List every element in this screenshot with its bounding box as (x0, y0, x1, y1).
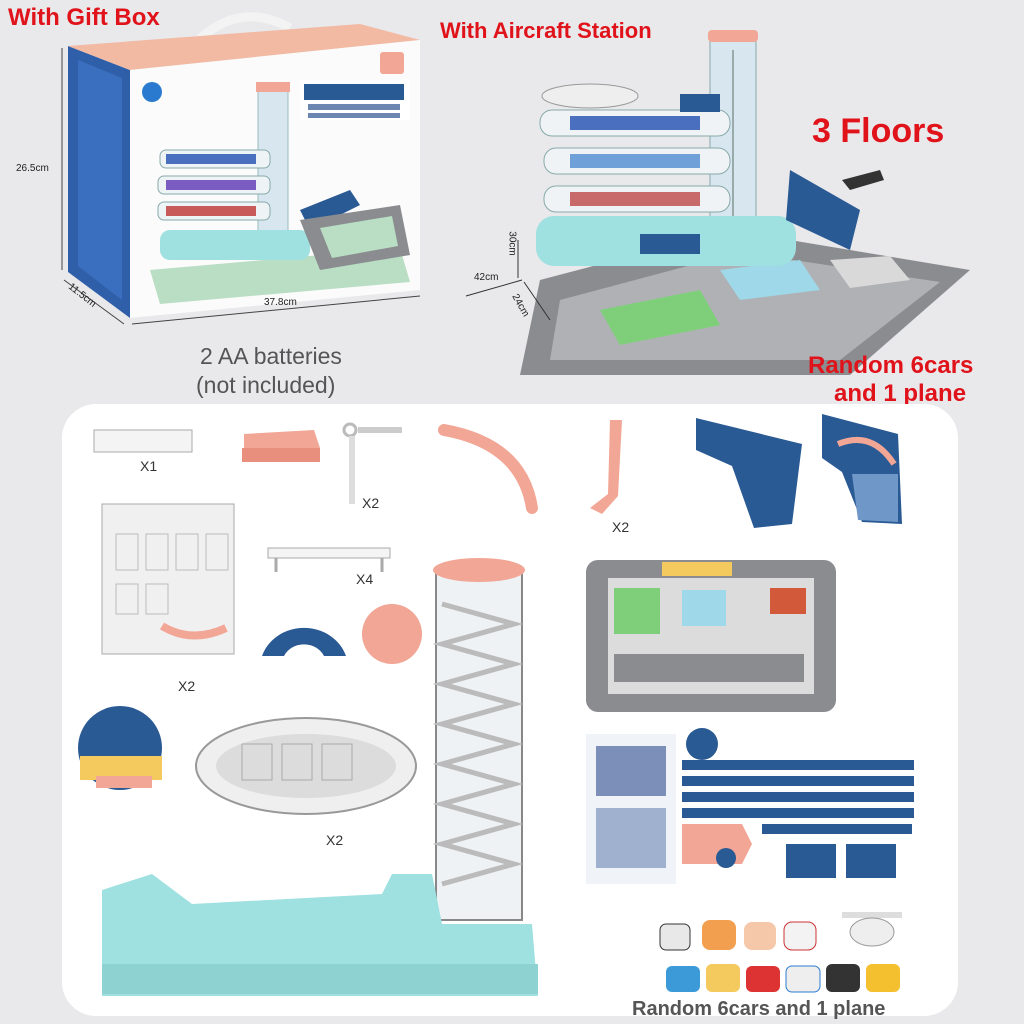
wall-quantity: X2 (178, 678, 196, 694)
rail-quantity: X4 (356, 571, 374, 587)
box-width-dimension: 37.8cm (264, 297, 297, 308)
key-quantity: X2 (362, 495, 380, 511)
set-width-dimension: 42cm (474, 272, 499, 283)
bottom-caption: Random 6cars and 1 plane (632, 998, 886, 1020)
set-height-dimension: 30cm (506, 231, 518, 256)
post-quantity: X2 (612, 519, 630, 535)
batteries-note-line2: (not included) (196, 372, 336, 398)
gift-box-label: With Gift Box (8, 4, 160, 31)
oval-quantity: X2 (326, 832, 344, 848)
strip-quantity: X1 (140, 458, 158, 474)
aircraft-station-label: With Aircraft Station (440, 18, 652, 43)
parts-illustration (78, 414, 914, 996)
floors-label: 3 Floors (812, 112, 945, 150)
assembled-set-image (465, 30, 970, 375)
gift-box-image (61, 12, 421, 325)
random-cars-line2: and 1 plane (834, 380, 967, 407)
box-height-dimension: 26.5cm (16, 163, 49, 174)
batteries-note-line1: 2 AA batteries (200, 343, 342, 369)
random-cars-line1: Random 6cars (808, 352, 974, 379)
